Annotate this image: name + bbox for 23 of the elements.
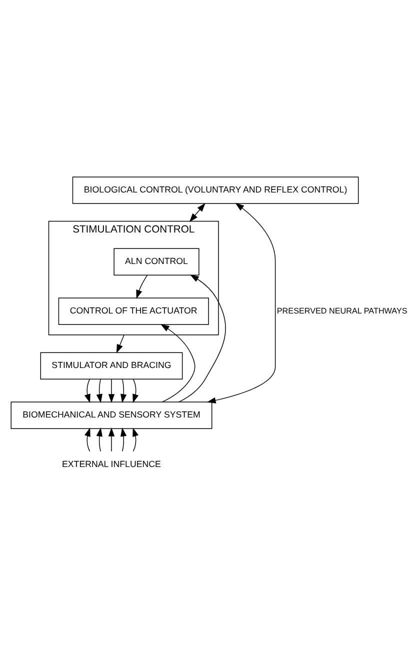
node-text: EXTERNAL INFLUENCE (62, 458, 161, 469)
node-box: STIMULATOR AND BRACING (40, 352, 183, 380)
node-box: BIOMECHANICAL AND SENSORY SYSTEM (10, 401, 212, 428)
arrow (132, 427, 138, 452)
arrow (116, 334, 124, 353)
arrow (178, 274, 226, 402)
arrow (108, 427, 115, 452)
arrow (96, 378, 102, 402)
arrow (132, 378, 139, 402)
node-box: BIOLOGICAL CONTROL (VOLUNTARY AND REFLEX CONTROL) (72, 176, 359, 204)
node-box: ALN CONTROL (114, 248, 200, 275)
arrow (108, 378, 115, 403)
arrow (120, 378, 127, 402)
edge-label: PRESERVED NEURAL PATHWAYS (276, 306, 408, 315)
arrow (120, 427, 127, 452)
arrow (84, 378, 90, 402)
arrow (206, 202, 276, 403)
arrow (160, 324, 196, 402)
arrow (96, 427, 102, 452)
arrow (189, 202, 206, 222)
arrow (84, 427, 90, 452)
node-box: CONTROL OF THE ACTUATOR (58, 297, 209, 324)
arrow (136, 274, 148, 298)
